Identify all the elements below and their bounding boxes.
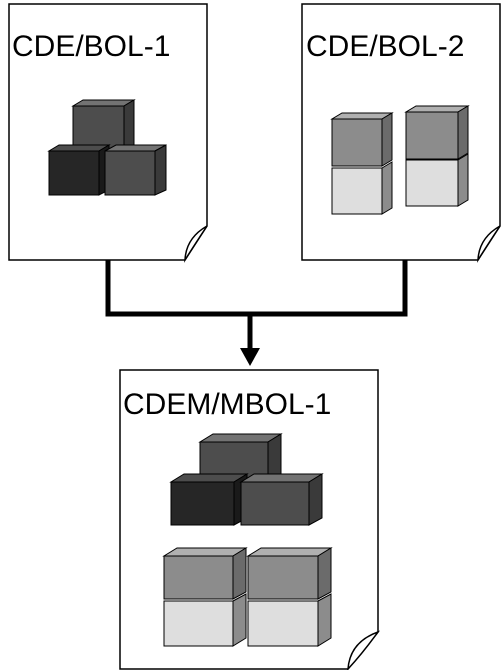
- page-curl-icon: [184, 225, 208, 263]
- page-curl-icon: [347, 630, 381, 670]
- document-title: CDE/BOL-1: [12, 30, 170, 63]
- arrow-down-icon: [240, 348, 260, 366]
- dark-block-stack-icon: [169, 433, 324, 526]
- document-title: CDE/BOL-2: [306, 30, 464, 63]
- document-cde-bol-1: CDE/BOL-1: [8, 3, 208, 263]
- document-title: CDEM/MBOL-1: [123, 388, 331, 421]
- document-cdem-mbol-1: CDEM/MBOL-1: [119, 369, 381, 670]
- dark-block-stack-icon: [47, 99, 167, 196]
- merge-connector: [105, 260, 408, 366]
- document-cde-bol-2: CDE/BOL-2: [301, 3, 501, 263]
- light-block-stack-icon: [162, 547, 333, 647]
- connector-from-source-2: [248, 260, 408, 317]
- light-block-stack-icon: [330, 105, 470, 215]
- page-curl-icon: [477, 225, 501, 263]
- connector-from-source-1: [105, 260, 248, 317]
